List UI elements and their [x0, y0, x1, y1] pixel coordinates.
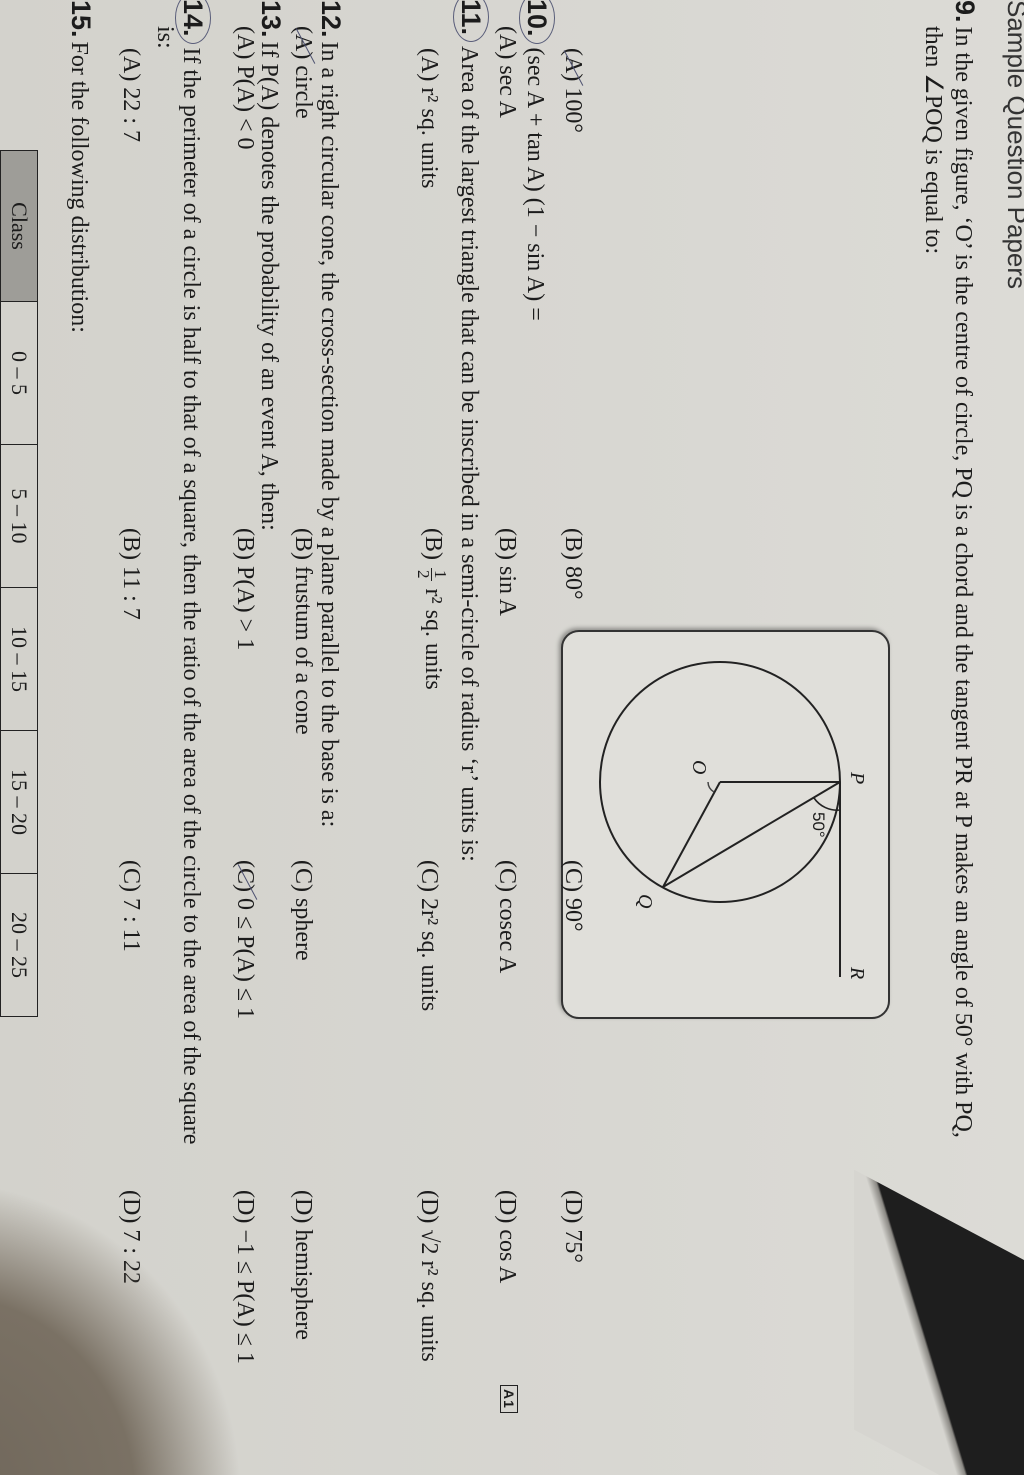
label-r: R: [846, 967, 868, 980]
q11-option-d[interactable]: (D) √2 r² sq. units: [416, 1190, 442, 1362]
geometry-diagram: [599, 661, 841, 977]
question-9: 9. In the given figure, ‘O’ is the centr…: [949, 0, 980, 1138]
question-number: 9.: [950, 0, 980, 23]
q13-option-c[interactable]: (C) 0 ≤ P(A) ≤ 1: [232, 860, 258, 1019]
q9-option-a[interactable]: (A) 100°: [560, 48, 586, 133]
label-o: O: [688, 760, 710, 775]
question-stem: In the given figure, ‘O’ is the centre o…: [950, 26, 976, 1138]
q12-option-d[interactable]: (D) hemisphere: [290, 1190, 316, 1340]
q12-option-b[interactable]: (B) frustum of a cone: [290, 528, 316, 735]
q13-option-b[interactable]: (B) P(A) > 1: [232, 528, 258, 651]
table-header-cell: Class: [0, 150, 38, 302]
table-row: Class 0 – 5 5 – 10 10 – 15 15 – 20 20 – …: [0, 150, 38, 1017]
question-number: 15.: [66, 0, 96, 38]
question-15: 15. For the following distribution:: [65, 0, 96, 333]
running-header: Sample Question Papers: [1002, 0, 1024, 290]
q12-option-c[interactable]: (C) sphere: [290, 860, 316, 961]
circle-tangent-figure: O P Q R 50°: [561, 630, 890, 1019]
question-stem: In a right circular cone, the cross-sect…: [316, 41, 342, 828]
label-q: Q: [634, 894, 656, 909]
q11-option-a[interactable]: (A) r² sq. units: [416, 48, 442, 189]
table-cell: 10 – 15: [0, 587, 38, 731]
question-number: 10.: [519, 0, 555, 44]
q10-option-a[interactable]: (A) sec A: [494, 26, 520, 118]
angle-label: 50°: [809, 812, 828, 838]
dark-corner-shadow: [854, 1169, 1024, 1475]
q11-option-c[interactable]: (C) 2r² sq. units: [416, 860, 442, 1012]
table-cell: 15 – 20: [0, 730, 38, 874]
question-stem: Area of the largest triangle that can be…: [456, 46, 482, 862]
q10-option-c[interactable]: (C) cosec A: [494, 860, 520, 974]
question-number: 12.: [316, 0, 346, 38]
question-number: 14.: [175, 0, 211, 44]
question-13: 13. If P(A) denotes the probability of a…: [255, 0, 286, 531]
table-cell: 5 – 10: [0, 444, 38, 588]
table-cell: 0 – 5: [0, 301, 38, 445]
q10-option-d[interactable]: (D) cos A: [494, 1190, 520, 1284]
question-9-stem-cont: then ∠POQ is equal to:: [920, 26, 946, 255]
q10-option-b[interactable]: (B) sin A: [494, 528, 520, 617]
question-stem: (sec A + tan A) (1 − sin A) =: [522, 47, 548, 321]
distribution-table: Class 0 – 5 5 – 10 10 – 15 15 – 20 20 – …: [0, 150, 38, 1017]
question-stem: If P(A) denotes the probability of an ev…: [256, 41, 282, 531]
q9-option-b[interactable]: (B) 80°: [560, 528, 586, 600]
question-14: 14. If the perimeter of a circle is half…: [175, 0, 211, 1145]
question-10: 10. (sec A + tan A) (1 − sin A) =: [519, 0, 555, 321]
table-cell: 20 – 25: [0, 873, 38, 1017]
question-14-stem-cont: is:: [152, 26, 178, 49]
label-p: P: [846, 772, 868, 785]
question-12: 12. In a right circular cone, the cross-…: [315, 0, 346, 827]
question-number: 13.: [256, 0, 286, 38]
question-number: 11.: [453, 0, 489, 43]
question-stem: For the following distribution:: [66, 41, 92, 333]
q14-option-b[interactable]: (B) 11 : 7: [118, 528, 144, 620]
hand-shadow: [0, 1180, 244, 1475]
q13-option-a[interactable]: (A) P(A) < 0: [232, 26, 258, 150]
marks-badge: A1: [500, 1385, 518, 1413]
q9-option-c[interactable]: (C) 90°: [560, 860, 586, 932]
q14-option-c[interactable]: (C) 7 : 11: [118, 860, 144, 952]
q14-option-a[interactable]: (A) 22 : 7: [118, 48, 144, 142]
q9-option-d[interactable]: (D) 75°: [560, 1190, 586, 1263]
question-stem: If the perimeter of a circle is half to …: [178, 47, 204, 1145]
question-11: 11. Area of the largest triangle that ca…: [453, 0, 489, 862]
